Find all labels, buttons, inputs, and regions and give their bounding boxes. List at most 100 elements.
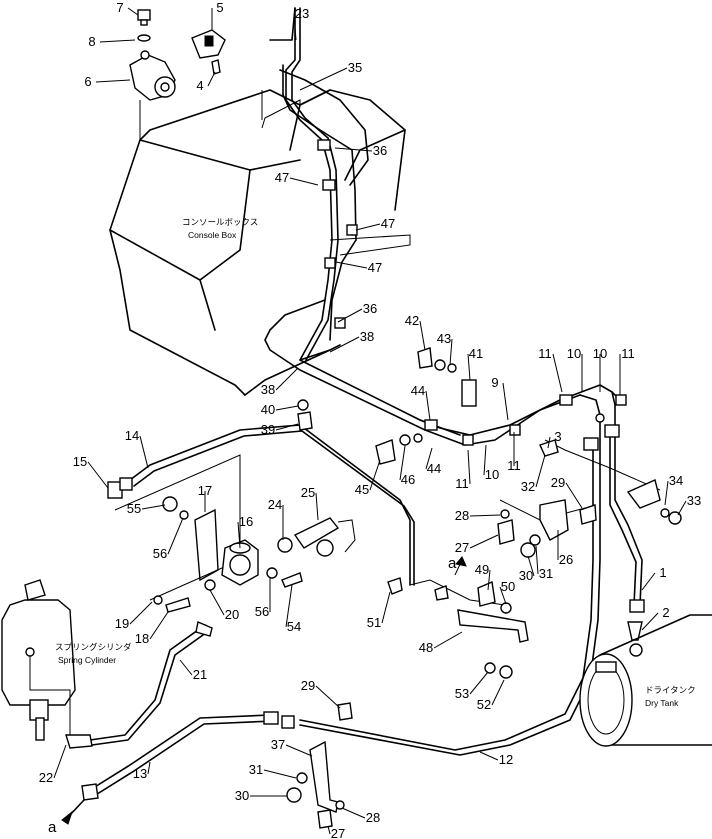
callout-number: 25 <box>301 485 315 500</box>
hose-21 <box>65 621 213 749</box>
leader-line <box>315 685 341 709</box>
leader-line <box>467 449 471 485</box>
hose-14 <box>107 424 415 586</box>
callout-number: 17 <box>198 483 212 498</box>
callout-51: 51 <box>367 591 391 630</box>
callout-number: 16 <box>239 514 253 529</box>
right-pipes <box>299 424 645 756</box>
callout-number: 30 <box>235 788 249 803</box>
callout-13: 13 <box>133 761 151 781</box>
callout-number: 4 <box>196 78 203 93</box>
leader-line <box>487 569 491 591</box>
callout-32: 32 <box>521 454 546 494</box>
callout-number: 56 <box>153 546 167 561</box>
leader-line <box>87 461 109 489</box>
callout-9: 9 <box>491 375 509 421</box>
callout-number: 1 <box>659 565 666 580</box>
callout-number: 54 <box>287 619 301 634</box>
callout-number: 45 <box>355 482 369 497</box>
callout-number: 13 <box>133 766 147 781</box>
callout-number: 38 <box>360 329 374 344</box>
callout-56: 56 <box>153 517 184 561</box>
callout-number: 10 <box>593 346 607 361</box>
leader-line <box>147 761 151 775</box>
callout-number: 29 <box>301 678 315 693</box>
callout-10: 10 <box>593 346 607 392</box>
callout-number: 24 <box>268 497 282 512</box>
dry-tank <box>579 614 712 747</box>
leader-line <box>95 79 131 83</box>
leader-line <box>535 454 546 488</box>
callout-47: 47 <box>275 170 319 186</box>
callout-number: 47 <box>275 170 289 185</box>
callout-number: 56 <box>255 604 269 619</box>
callout-17: 17 <box>198 483 212 512</box>
callout-number: 39 <box>261 422 275 437</box>
callout-24: 24 <box>268 497 284 540</box>
leader-line <box>641 572 656 591</box>
callout-37: 37 <box>271 737 313 757</box>
bracket-48 <box>387 556 529 679</box>
callout-19: 19 <box>115 601 153 631</box>
fasteners <box>297 347 541 558</box>
leader-line <box>369 459 381 491</box>
callout-29: 29 <box>551 475 583 509</box>
callout-11: 11 <box>538 346 563 393</box>
callout-10: 10 <box>483 444 499 482</box>
callout-number: 7 <box>116 0 123 15</box>
callout-number: 18 <box>135 631 149 646</box>
callout-56: 56 <box>255 578 271 619</box>
callout-3: 3 <box>547 429 562 449</box>
leader-line <box>334 147 373 152</box>
leader-line <box>275 405 299 411</box>
leader-line <box>275 423 299 431</box>
leader-line <box>449 338 453 366</box>
leader-line <box>167 517 184 555</box>
leader-line <box>139 435 149 469</box>
leader-line <box>209 589 225 616</box>
callout-number: 14 <box>125 428 139 443</box>
callout-38: 38 <box>329 329 374 353</box>
callout-number: 44 <box>411 383 425 398</box>
leader-line <box>327 825 331 835</box>
callout-number: 47 <box>381 216 395 231</box>
valve-bracket <box>114 454 356 613</box>
callout-47: 47 <box>335 260 382 275</box>
console-box-label-jp: コンソールボックス <box>182 217 258 227</box>
callout-45: 45 <box>355 459 381 497</box>
callout-number: 43 <box>437 331 451 346</box>
callout-number: 20 <box>225 607 239 622</box>
callout-31: 31 <box>535 545 553 581</box>
callout-number: 23 <box>295 6 309 21</box>
leader-line <box>207 71 216 87</box>
leader-line <box>263 769 297 779</box>
callout-10: 10 <box>567 346 583 392</box>
callout-14: 14 <box>125 428 149 469</box>
callout-48: 48 <box>419 631 463 655</box>
connector-label-a-top: a <box>448 555 457 572</box>
callout-30: 30 <box>235 788 287 803</box>
leader-line <box>299 67 348 91</box>
callout-40: 40 <box>261 402 299 417</box>
leader-line <box>433 631 463 649</box>
leader-line <box>641 612 659 631</box>
leader-line <box>565 482 583 509</box>
callout-number: 26 <box>559 552 573 567</box>
callout-5: 5 <box>211 0 224 30</box>
right-brackets <box>499 413 682 541</box>
callout-number: 5 <box>216 0 223 15</box>
leader-line <box>149 611 169 640</box>
callout-8: 8 <box>88 34 136 49</box>
callout-number: 53 <box>455 686 469 701</box>
callout-number: 22 <box>39 770 53 785</box>
callout-12: 12 <box>479 751 513 767</box>
callout-30: 30 <box>519 555 535 583</box>
callout-20: 20 <box>209 589 239 622</box>
callout-22: 22 <box>39 744 67 785</box>
callout-28: 28 <box>455 508 501 523</box>
dry-tank-label-jp: ドライタンク <box>645 685 696 695</box>
leader-line <box>469 514 501 517</box>
callout-number: 31 <box>539 566 553 581</box>
callout-38: 38 <box>261 367 299 397</box>
callout-number: 9 <box>491 375 498 390</box>
